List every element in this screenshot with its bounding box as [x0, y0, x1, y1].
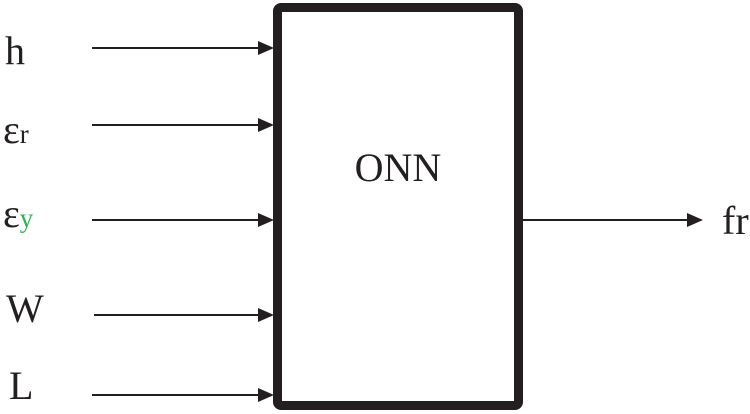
input-label-epsilon-r: εr	[3, 110, 29, 150]
arrowhead-icon	[258, 213, 274, 227]
input-arrow-w	[94, 308, 274, 322]
input-label-epsilon-r-sub: r	[19, 119, 29, 149]
input-label-w: W	[6, 289, 44, 329]
arrowhead-icon	[687, 213, 703, 227]
input-label-epsilon-y-base: ε	[3, 191, 20, 236]
input-label-h: h	[5, 31, 25, 71]
arrowhead-icon	[258, 388, 274, 402]
output-label-fr-text: fr	[722, 198, 749, 243]
input-label-epsilon-y-sub: y	[19, 203, 34, 233]
onn-box: ONN	[273, 3, 523, 410]
input-arrow-l	[92, 388, 274, 402]
onn-box-label: ONN	[354, 145, 442, 190]
input-label-w-base: W	[6, 286, 44, 331]
input-label-h-base: h	[5, 28, 25, 73]
input-label-epsilon-y: εy	[3, 194, 33, 234]
input-label-l-base: L	[9, 363, 34, 408]
input-arrow-epsilon-r	[92, 118, 274, 132]
output-arrow-fr	[523, 213, 703, 227]
arrowhead-icon	[258, 118, 274, 132]
input-arrow-h	[92, 41, 274, 55]
arrowhead-icon	[258, 41, 274, 55]
input-arrow-epsilon-y	[92, 213, 274, 227]
input-label-epsilon-r-base: ε	[3, 107, 20, 152]
arrowhead-icon	[258, 308, 274, 322]
input-label-l: L	[9, 366, 33, 406]
output-label-fr: fr	[722, 201, 749, 241]
